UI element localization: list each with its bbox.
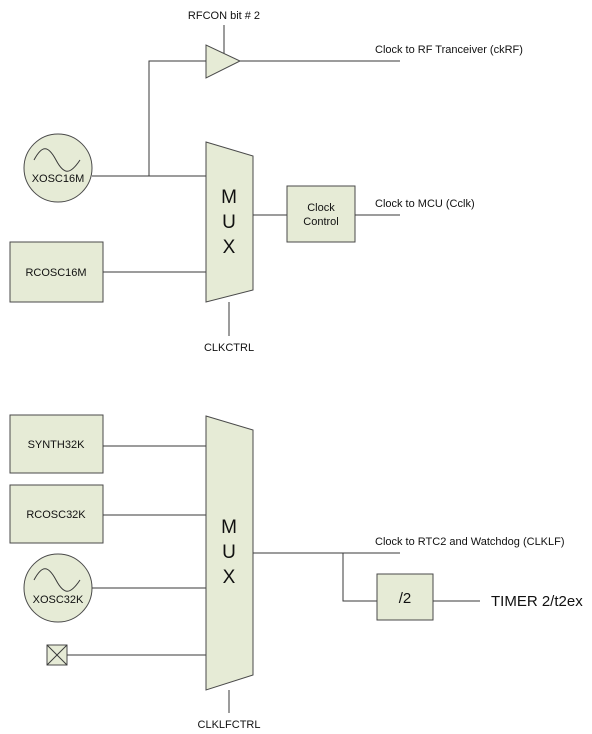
clock-control-label-line1: Clock: [307, 202, 335, 214]
rf-output-label: Clock to RF Tranceiver (ckRF): [375, 44, 523, 56]
rf-buffer: [205, 44, 242, 79]
xosc32k-oscillator: [23, 553, 93, 623]
bottom-mux-letter-m: M: [221, 517, 237, 538]
bottom-mux-letter-u: U: [222, 542, 236, 563]
clklfctrl-label: CLKLFCTRL: [198, 719, 261, 731]
top-mux: [205, 141, 254, 303]
timer-label: TIMER 2/t2ex: [491, 593, 583, 610]
divider-label: /2: [399, 590, 412, 607]
clock-control-label-line2: Control: [303, 216, 338, 228]
rcosc16m-block: [9, 241, 104, 303]
top-mux-letter-x: X: [223, 237, 236, 258]
synth32k-block: [9, 414, 104, 474]
clock-control-block: [286, 185, 356, 243]
xosc16m-to-rf-wire: [148, 60, 206, 176]
rcosc32k-label: RCOSC32K: [26, 509, 86, 521]
xosc16m-label: XOSC16M: [32, 173, 85, 185]
external-input-icon: [46, 644, 68, 666]
top-mux-letter-m: M: [221, 187, 237, 208]
rfcon-label: RFCON bit # 2: [188, 10, 260, 22]
divide-by-two-block: [376, 573, 434, 621]
sine-wave-icon: [33, 148, 81, 172]
sine-wave-icon: [33, 568, 81, 592]
bottom-mux: [205, 415, 254, 691]
divider-branch-wire: [342, 553, 377, 602]
rcosc32k-block: [9, 484, 104, 544]
rcosc16m-label: RCOSC16M: [25, 267, 86, 279]
xosc32k-label: XOSC32K: [33, 594, 84, 606]
bottom-mux-letter-x: X: [223, 567, 236, 588]
xosc16m-oscillator: [23, 133, 93, 203]
rtc-output-label: Clock to RTC2 and Watchdog (CLKLF): [375, 536, 565, 548]
top-mux-letter-u: U: [222, 212, 236, 233]
synth32k-label: SYNTH32K: [28, 439, 86, 451]
clkctrl-label: CLKCTRL: [204, 342, 254, 354]
mcu-output-label: Clock to MCU (Cclk): [375, 198, 475, 210]
